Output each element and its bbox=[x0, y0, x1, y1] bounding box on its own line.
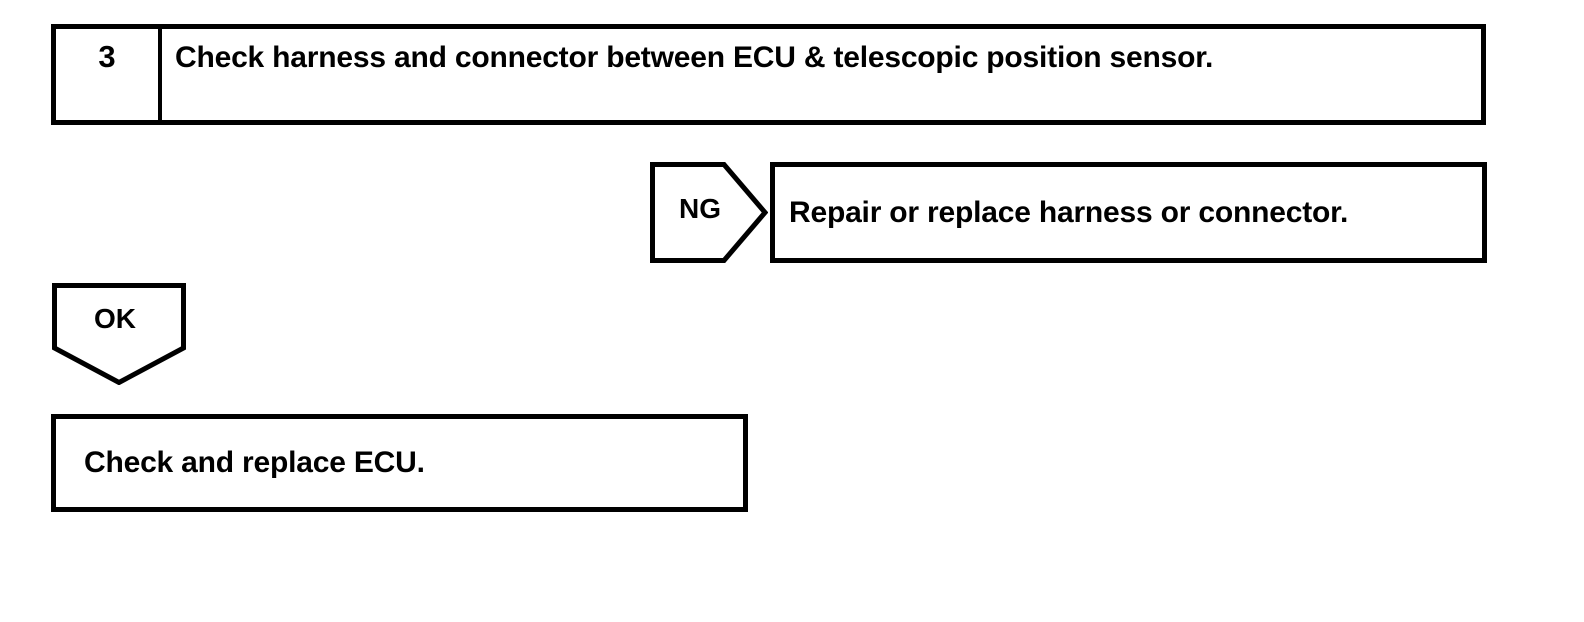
step-number-cell: 3 bbox=[56, 29, 162, 120]
ng-arrow-icon bbox=[650, 162, 768, 263]
ok-action-box: Check and replace ECU. bbox=[51, 414, 748, 512]
ng-action-text: Repair or replace harness or connector. bbox=[789, 195, 1349, 229]
ok-branch-label: OK bbox=[94, 303, 136, 334]
ng-arrow-shape bbox=[650, 162, 768, 263]
step-number: 3 bbox=[98, 39, 116, 74]
step-instruction-cell: Check harness and connector between ECU … bbox=[162, 29, 1481, 120]
ng-branch-label: NG bbox=[679, 193, 721, 224]
step-row: 3 Check harness and connector between EC… bbox=[51, 24, 1486, 125]
ng-action-box: Repair or replace harness or connector. bbox=[770, 162, 1487, 263]
ok-arrow-icon bbox=[52, 283, 186, 385]
ok-action-text: Check and replace ECU. bbox=[84, 446, 425, 480]
ok-arrow-shape bbox=[52, 283, 186, 385]
step-instruction-text: Check harness and connector between ECU … bbox=[175, 41, 1214, 74]
